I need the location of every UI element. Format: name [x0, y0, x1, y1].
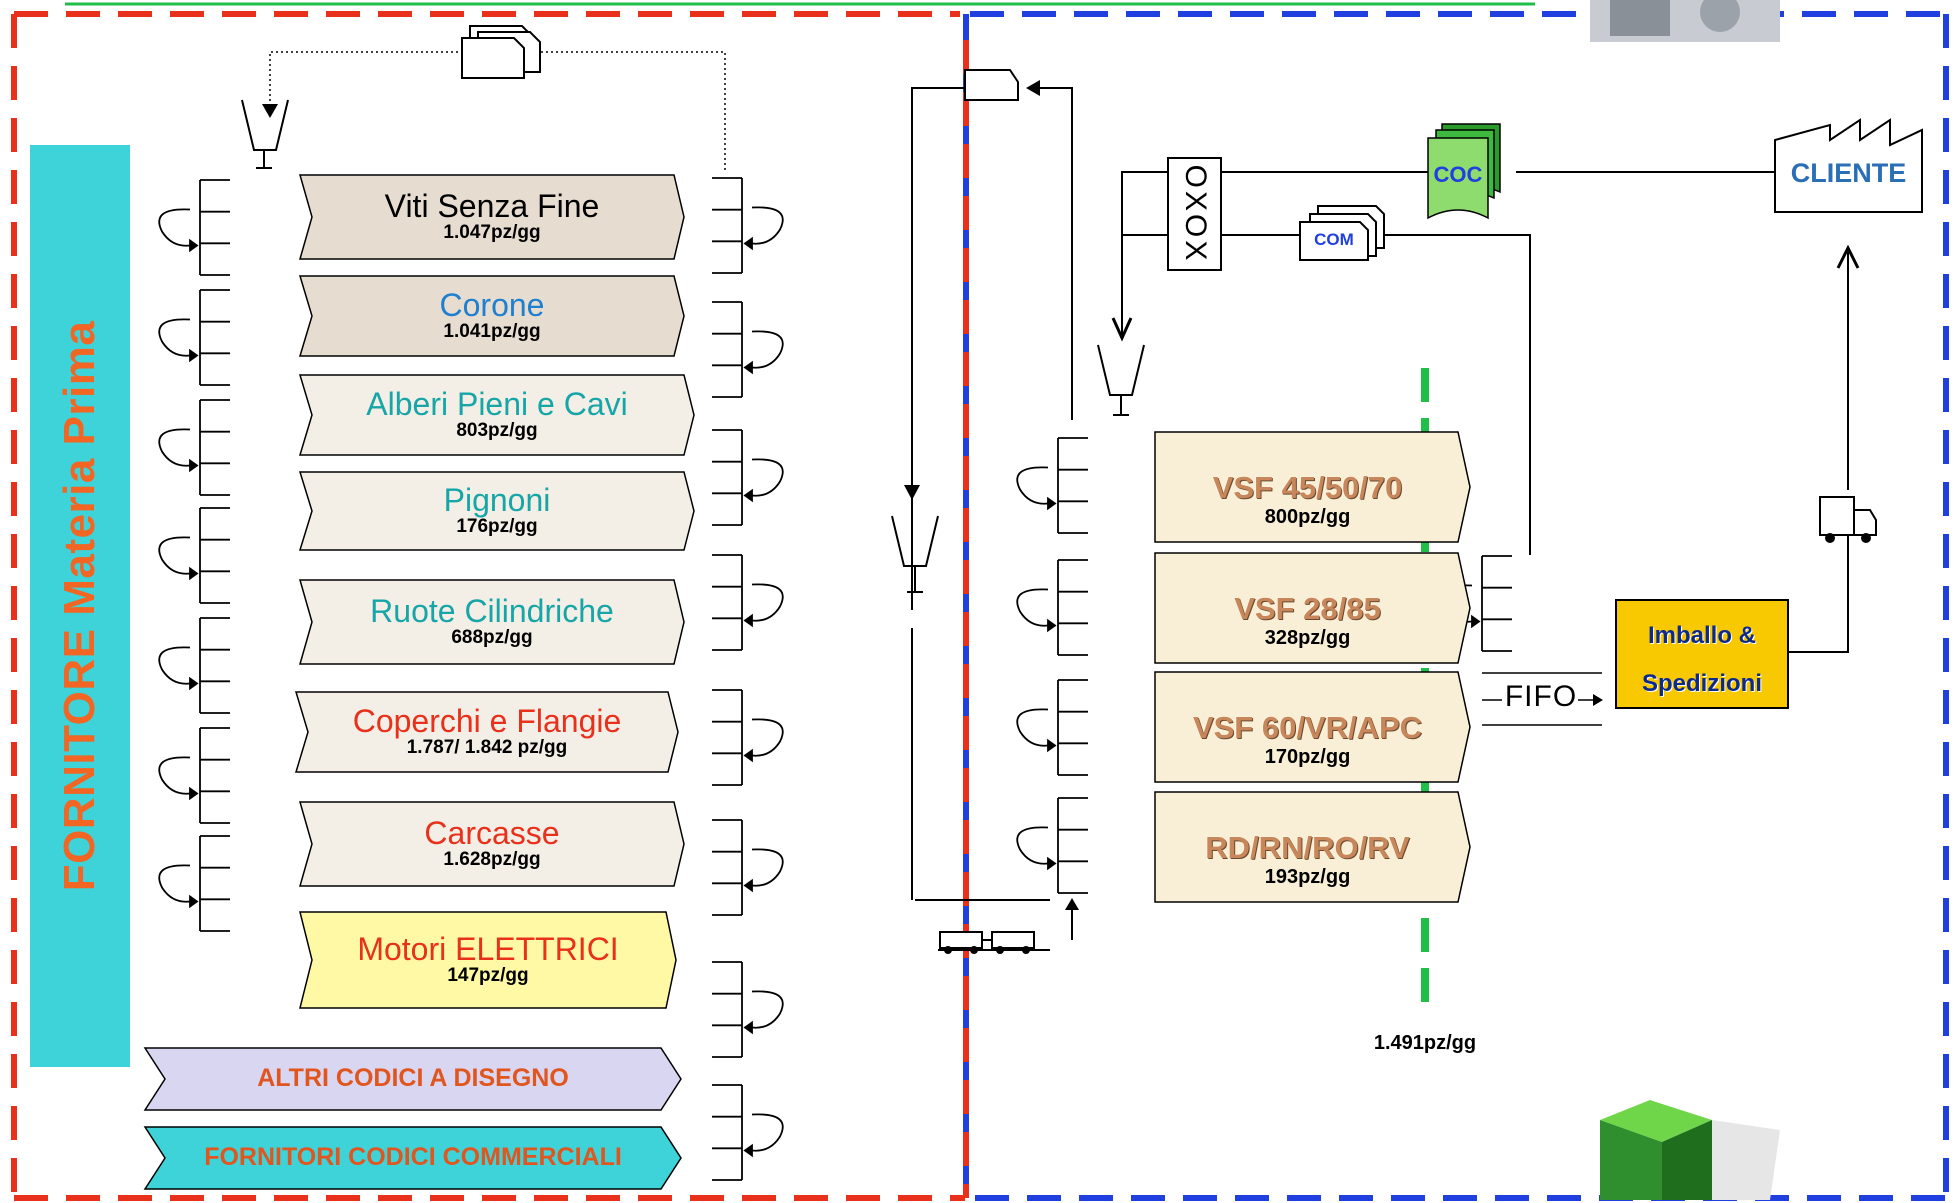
right-supermarket-post	[712, 1085, 783, 1180]
supplier-rate: 1.041pz/gg	[300, 322, 684, 342]
supplier-item: Motori ELETTRICI147pz/gg	[300, 932, 676, 986]
supplier-name: Alberi Pieni e Cavi	[300, 387, 694, 421]
customer-label: CLIENTE	[1775, 158, 1922, 189]
left-supermarket-post	[159, 180, 230, 275]
left-loop-line	[912, 88, 980, 610]
supplier-name: Carcasse	[300, 816, 684, 850]
supplier-label-panel: FORNITORE Materia Prima	[30, 145, 130, 1067]
com-label: COM	[1300, 230, 1368, 250]
line-name: VSF 60/VR/APC	[1155, 710, 1460, 746]
right-supermarket-post	[712, 690, 783, 785]
line-rate: 800pz/gg	[1155, 506, 1460, 529]
bar-label: FORNITORI CODICI COMMERCIALI	[155, 1143, 671, 1172]
card-stack-icon	[462, 26, 540, 78]
line-name: VSF 28/85	[1155, 591, 1460, 627]
train-icon	[915, 900, 1050, 953]
supplier-name: Viti Senza Fine	[300, 189, 684, 223]
center-supermarket	[1017, 438, 1088, 893]
right-withdrawal-post-icon	[1098, 345, 1144, 415]
total-rate: 1.491pz/gg	[1340, 1032, 1510, 1055]
oxox-label-box: OXOX	[1168, 158, 1221, 270]
fifo-label: FIFO	[1504, 680, 1578, 714]
center-supermarket-post	[1017, 680, 1088, 775]
center-supermarket-post	[1017, 560, 1088, 655]
withdrawal-post-icon	[242, 100, 288, 168]
supplier-label: FORNITORE Materia Prima	[55, 321, 105, 892]
coc-label: COC	[1428, 162, 1488, 188]
center-supermarket-post	[1017, 798, 1088, 893]
line-rate: 193pz/gg	[1155, 866, 1460, 889]
right-loop-line	[1040, 88, 1072, 420]
left-supermarkets	[159, 180, 230, 931]
truck-icon	[1820, 497, 1876, 542]
logo-cube-icon	[1600, 1100, 1780, 1200]
right-supermarket-post	[712, 430, 783, 525]
bar-label: ALTRI CODICI A DISEGNO	[155, 1064, 671, 1093]
supplier-item: Corone1.041pz/gg	[300, 288, 684, 342]
supplier-rate: 1.047pz/gg	[300, 223, 684, 243]
supplier-rate: 1.628pz/gg	[300, 850, 684, 870]
left-supermarket-post	[159, 728, 230, 823]
supplier-rate: 176pz/gg	[300, 517, 694, 537]
center-card-icon	[965, 70, 1018, 100]
left-supermarket-post	[159, 290, 230, 385]
line-rate: 328pz/gg	[1155, 627, 1460, 650]
right-supermarket-post	[712, 962, 783, 1057]
supplier-rate: 147pz/gg	[300, 966, 676, 986]
shipping-label-line1: Imballo &	[1616, 612, 1788, 660]
line-name: VSF 45/50/70	[1155, 470, 1460, 506]
supplier-rate: 688pz/gg	[300, 628, 684, 648]
supplier-name: Coperchi e Flangie	[296, 704, 678, 738]
supplier-name: Motori ELETTRICI	[300, 932, 676, 966]
right-supermarket-post	[712, 820, 783, 915]
shipping-label-line2: Spedizioni	[1616, 660, 1788, 708]
center-withdrawal-post-icon	[892, 516, 938, 592]
supplier-name: Ruote Cilindriche	[300, 594, 684, 628]
oxox-label: OXOX	[1178, 165, 1212, 264]
shipping-label: Imballo & Spedizioni	[1616, 612, 1788, 708]
left-supermarket-post	[159, 836, 230, 931]
supplier-rate: 803pz/gg	[300, 421, 694, 441]
left-supermarket-post	[159, 400, 230, 495]
right-supermarkets	[712, 178, 783, 1180]
supplier-rate: 1.787/ 1.842 pz/gg	[296, 738, 678, 758]
right-supermarket-post	[712, 178, 783, 273]
supplier-name: Pignoni	[300, 483, 694, 517]
left-supermarket-post	[159, 618, 230, 713]
right-supermarket-post	[712, 555, 783, 650]
line-rate: 170pz/gg	[1155, 746, 1460, 769]
line-name: RD/RN/RO/RV	[1155, 830, 1460, 866]
supplier-name: Corone	[300, 288, 684, 322]
left-supermarket-post	[159, 508, 230, 603]
center-supermarket-post	[1017, 438, 1088, 533]
right-supermarket-post	[712, 302, 783, 397]
gearbox-image-icon	[1590, 0, 1780, 42]
